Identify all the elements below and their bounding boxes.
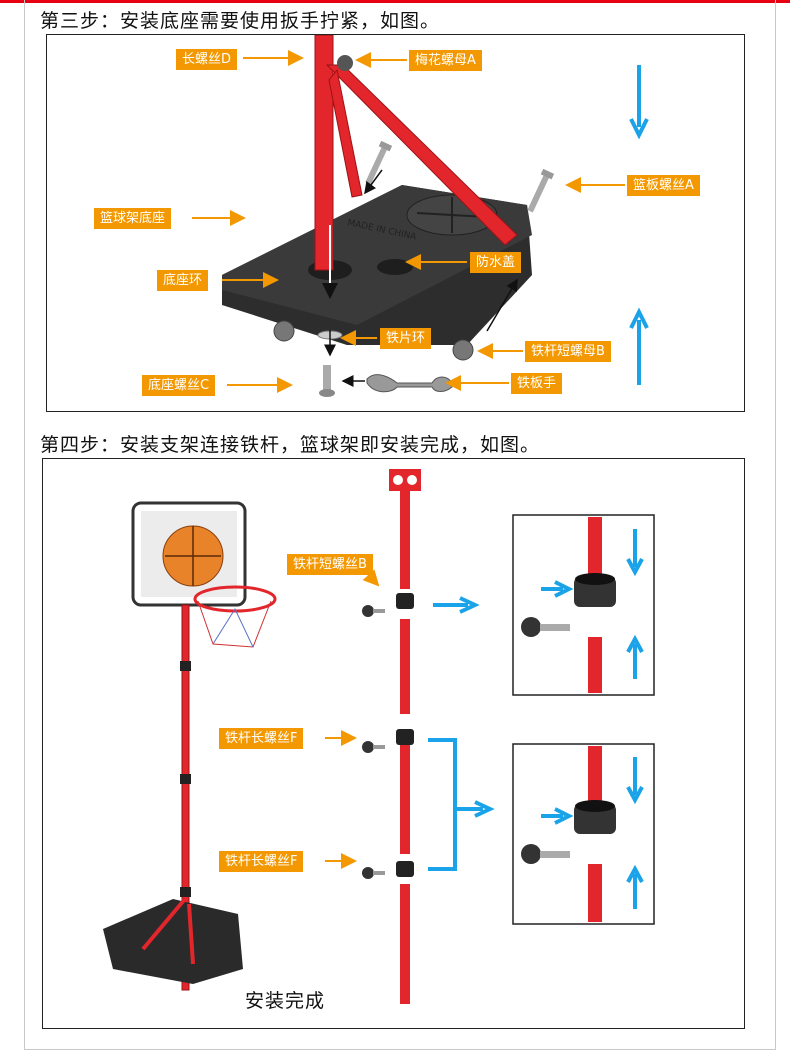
label-long-screw-f-1: 铁杆长螺丝F <box>219 728 304 749</box>
label-wrench: 铁板手 <box>511 373 563 394</box>
step3-panel: MADE IN CHINA <box>46 34 745 412</box>
top-accent-line <box>0 0 790 3</box>
label-long-screw-f-2: 铁杆长螺丝F <box>219 851 304 872</box>
step4-illustration <box>103 469 655 1004</box>
detail-box-bottom <box>512 743 655 925</box>
label-waterproof-cover: 防水盖 <box>470 252 522 273</box>
label-iron-washer: 铁片环 <box>380 328 432 349</box>
assembled-hoop <box>103 501 277 991</box>
step4-panel: 铁杆短螺丝B 铁杆长螺丝F 铁杆长螺丝F 安装完成 <box>42 458 745 1029</box>
exploded-pole <box>362 469 421 1004</box>
step4-heading: 第四步：安装支架连接铁杆，篮球架即安装完成，如图。 <box>40 434 541 456</box>
step3-illustration: MADE IN CHINA <box>192 35 649 397</box>
label-long-screw-d: 长螺丝D <box>176 49 238 70</box>
page-frame <box>24 0 776 1050</box>
label-arrows <box>192 50 625 393</box>
label-board-screw-a: 篮板螺丝A <box>627 175 700 196</box>
pointer-arrows <box>322 169 518 387</box>
label-plum-nut-a: 梅花螺母A <box>409 50 482 71</box>
basketball-base: MADE IN CHINA <box>222 185 532 345</box>
label-base: 篮球架底座 <box>94 208 172 229</box>
label-short-nut-b: 铁杆短螺母B <box>525 341 611 362</box>
blue-guides <box>428 596 495 871</box>
direction-arrows <box>629 65 649 385</box>
label-base-screw-c: 底座螺丝C <box>142 375 216 396</box>
label-short-screw-b: 铁杆短螺丝B <box>287 554 373 575</box>
detail-box-top <box>512 514 655 696</box>
step3-heading: 第三步：安装底座需要使用扳手拧紧，如图。 <box>40 10 441 32</box>
label-base-ring: 底座环 <box>157 270 209 291</box>
completed-caption: 安装完成 <box>245 990 326 1012</box>
pole-assembly <box>314 35 518 271</box>
